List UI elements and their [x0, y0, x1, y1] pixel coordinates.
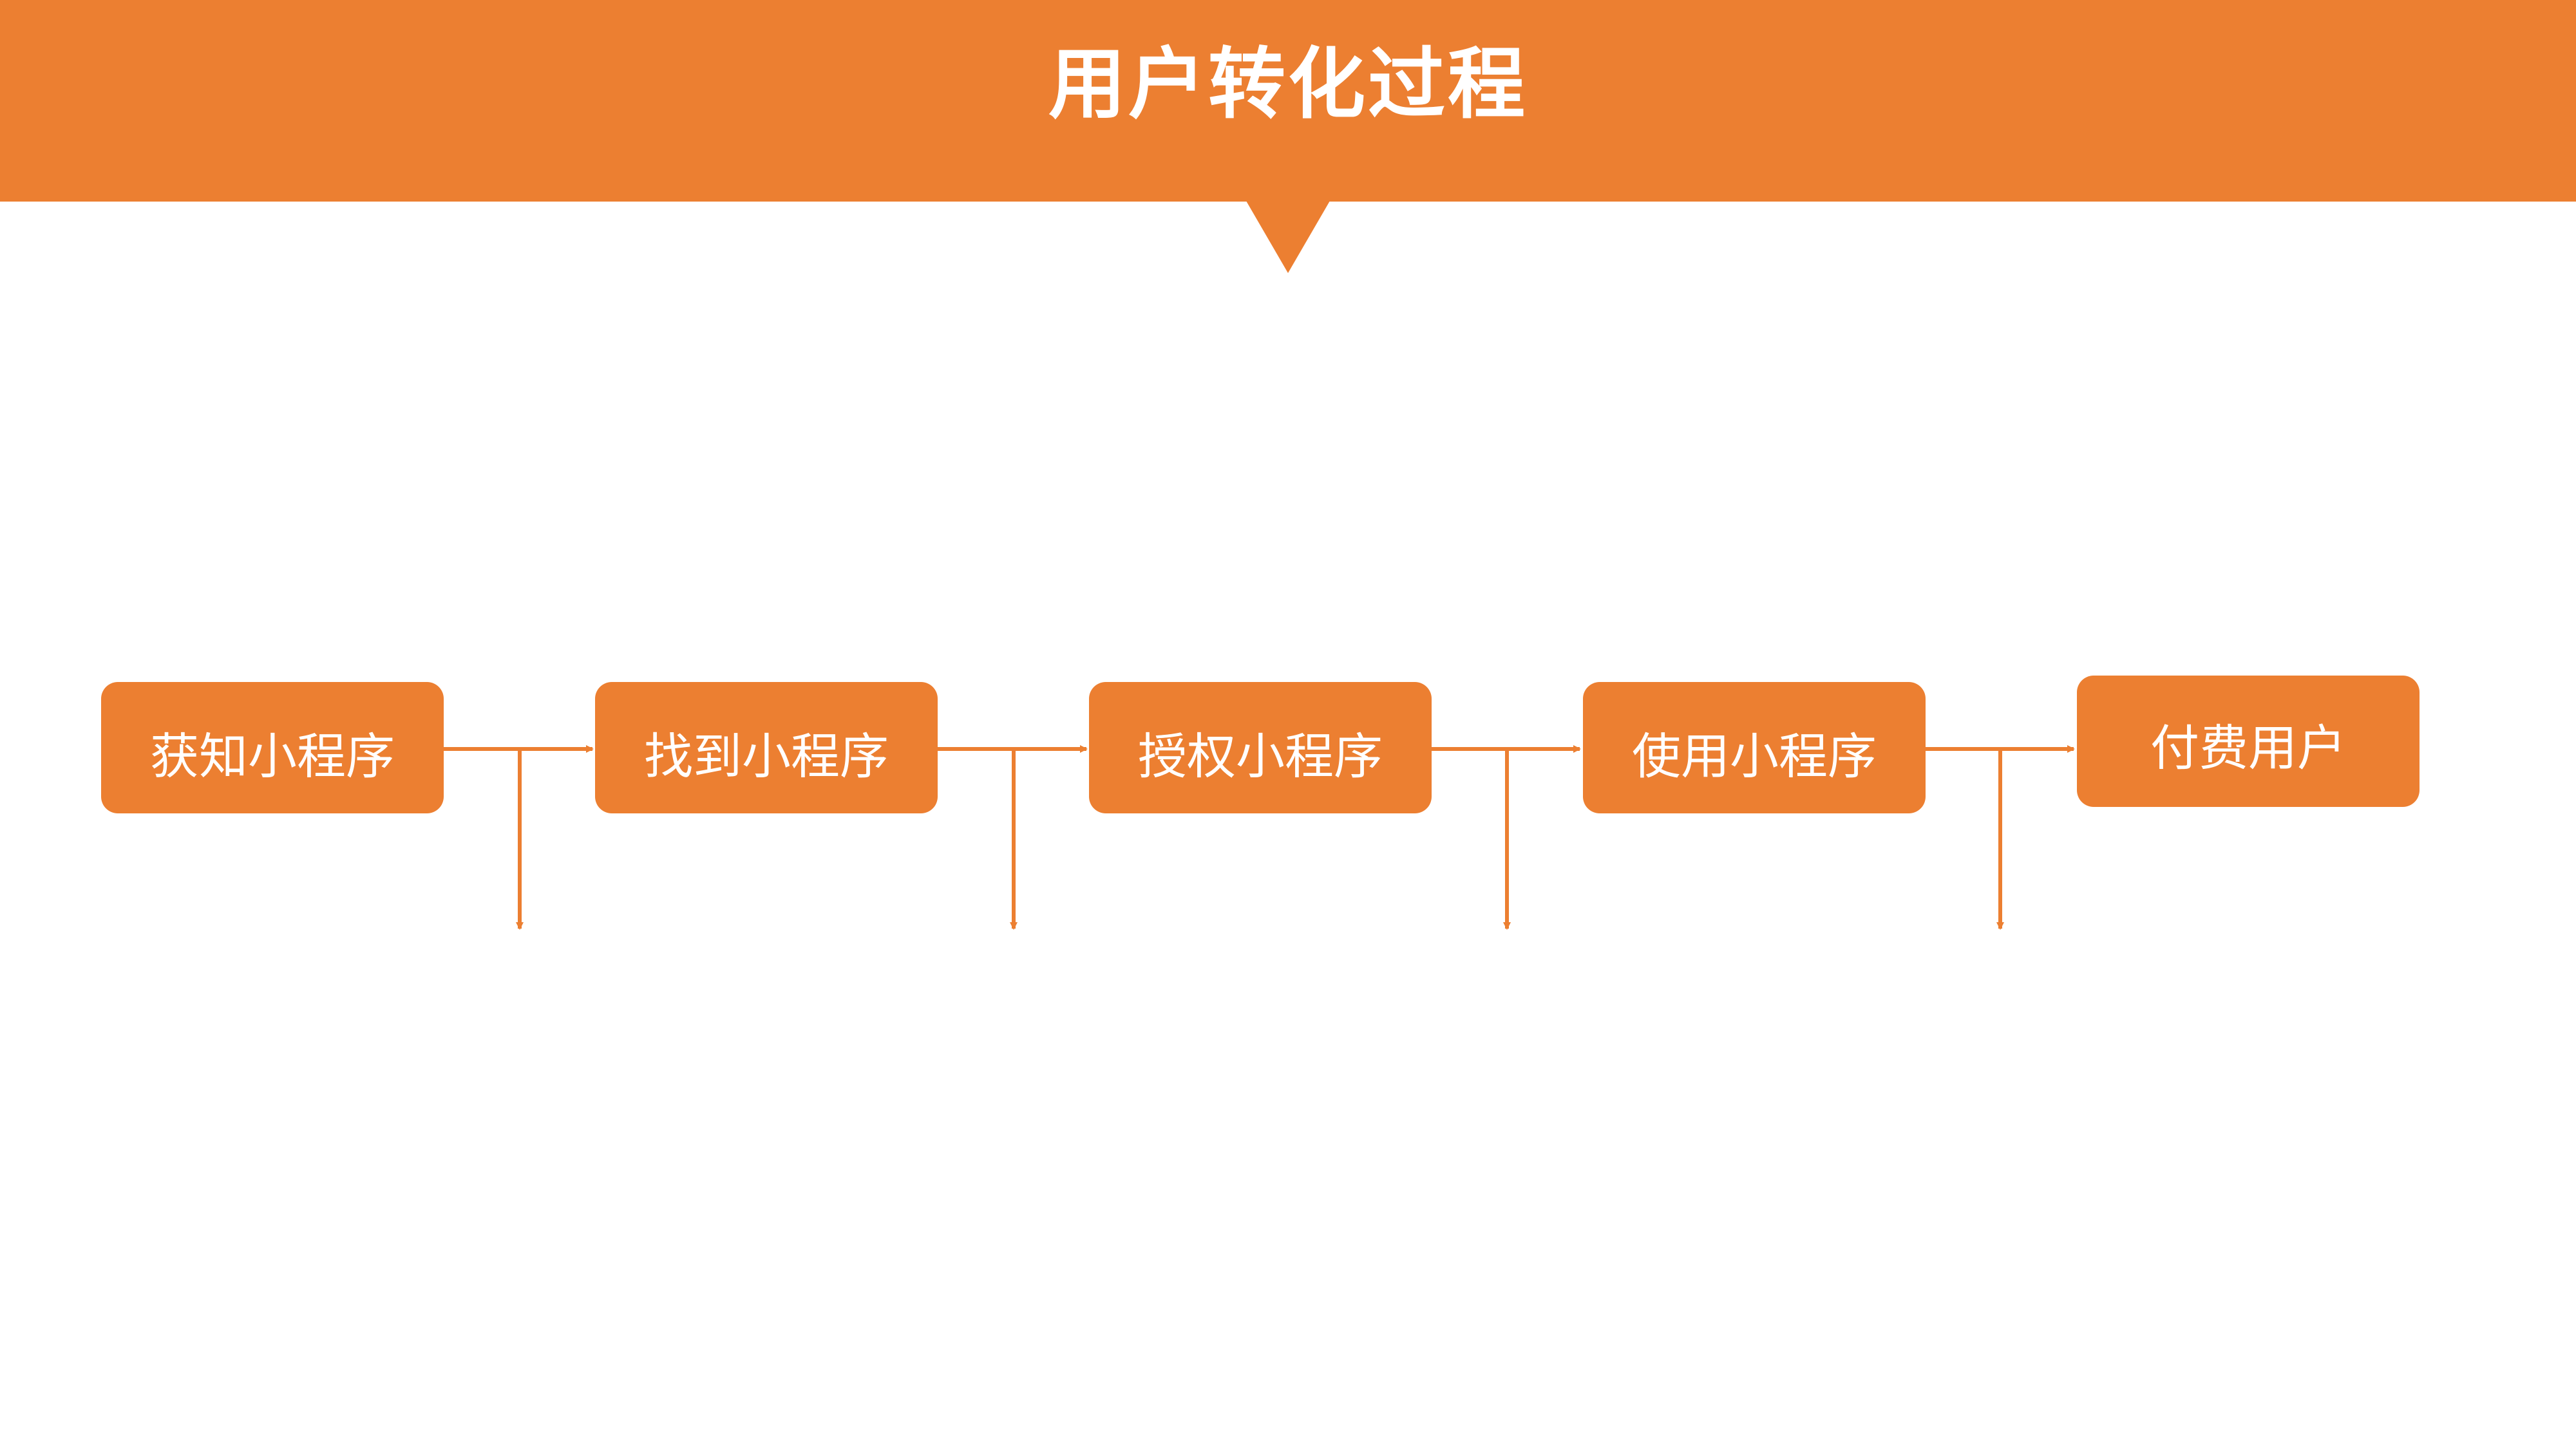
- step-box-3: 授权小程序: [1089, 682, 1432, 813]
- step-box-5: 付费用户: [2077, 676, 2420, 807]
- page-title: 用户转化过程: [1048, 40, 1528, 129]
- step-box-4: 使用小程序: [1583, 682, 1926, 813]
- step-box-1: 获知小程序: [101, 682, 444, 813]
- step-box-2: 找到小程序: [595, 682, 938, 813]
- header-pointer: [1246, 201, 1330, 273]
- header-bar: [0, 0, 2576, 202]
